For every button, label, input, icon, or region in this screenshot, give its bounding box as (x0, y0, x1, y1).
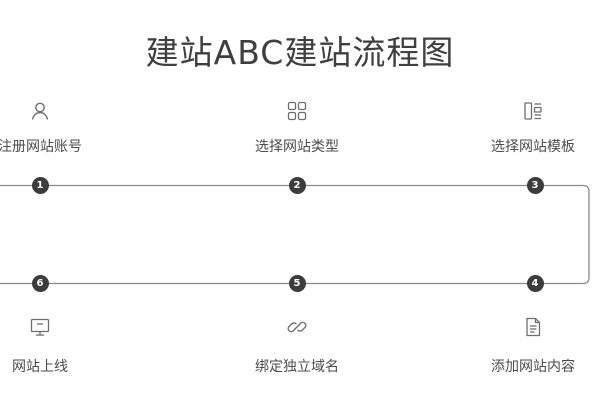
step-2: 选择网站类型 (217, 100, 377, 156)
link-icon (286, 316, 308, 338)
step-5-label: 绑定独立域名 (255, 359, 339, 375)
step-2-label: 选择网站类型 (255, 139, 339, 155)
step-4: 添加网站内容 (453, 316, 600, 376)
step-6-label: 网站上线 (12, 359, 68, 375)
process-timeline: 1 2 3 6 5 4 (0, 177, 600, 294)
step-1: 注册网站账号 (0, 100, 120, 156)
step-6: 网站上线 (0, 316, 120, 376)
document-icon (522, 316, 544, 338)
grid-icon (286, 100, 308, 122)
step-5-badge: 5 (288, 275, 306, 292)
page-title: 建站ABC建站流程图 (145, 33, 455, 72)
monitor-icon (29, 316, 51, 338)
template-icon (522, 100, 544, 122)
step-2-badge: 2 (288, 177, 306, 194)
step-1-label: 注册网站账号 (0, 139, 82, 155)
step-3-label: 选择网站模板 (491, 139, 575, 155)
step-4-label: 添加网站内容 (491, 359, 575, 375)
step-5: 绑定独立域名 (217, 316, 377, 376)
timeline-connector (0, 184, 590, 285)
user-icon (29, 100, 51, 122)
step-6-badge: 6 (31, 275, 49, 292)
step-4-badge: 4 (526, 275, 544, 292)
step-1-badge: 1 (31, 177, 49, 194)
step-3: 选择网站模板 (453, 100, 600, 156)
step-3-badge: 3 (526, 177, 544, 194)
